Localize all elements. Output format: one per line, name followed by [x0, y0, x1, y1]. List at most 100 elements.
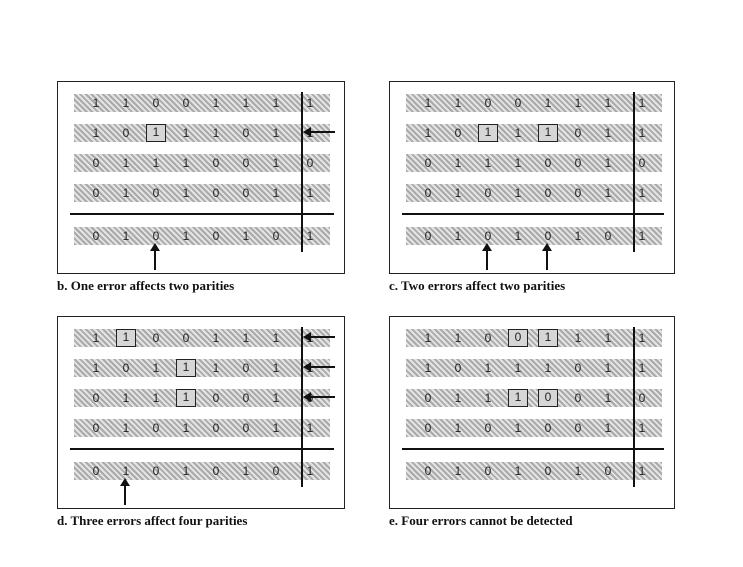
bit-cell: 1: [242, 331, 250, 345]
bit-cell: 0: [454, 126, 462, 140]
bit-cell: 1: [454, 391, 462, 405]
bit-cell: 1: [116, 329, 136, 347]
bit-cell: 0: [242, 186, 250, 200]
bit-cell: 0: [92, 156, 100, 170]
bit-cell: 1: [182, 421, 190, 435]
panel-caption: e. Four errors cannot be detected: [389, 513, 573, 528]
bit-cell: 1: [182, 186, 190, 200]
bit-cell: 0: [152, 421, 160, 435]
bit-cell: 0: [484, 96, 492, 110]
bit-cell: 0: [508, 329, 528, 347]
bit-cell: 1: [604, 156, 612, 170]
bit-cell: 0: [122, 361, 130, 375]
bit-cell: 1: [604, 186, 612, 200]
bit-cell: 1: [212, 331, 220, 345]
bit-cell: 1: [638, 464, 646, 478]
bit-cell: 1: [604, 391, 612, 405]
bit-cell: 0: [484, 186, 492, 200]
bit-cell: 0: [152, 464, 160, 478]
bit-cell: 1: [122, 186, 130, 200]
parity-separator-horizontal: [70, 448, 334, 450]
panel-caption: c. Two errors affect two parities: [389, 278, 566, 293]
column-parity-error-arrow-icon: [482, 243, 492, 270]
bit-cell: 1: [122, 229, 130, 243]
bit-cell: 1: [638, 331, 646, 345]
bit-cell: 0: [272, 229, 280, 243]
bit-cell: 1: [152, 156, 160, 170]
bit-cell: 0: [152, 229, 160, 243]
bit-cell: 0: [544, 421, 552, 435]
column-parity-error-arrow-icon: [542, 243, 552, 270]
bit-cell: 1: [638, 96, 646, 110]
bit-cell: 1: [638, 186, 646, 200]
parity-separator-vertical: [301, 92, 303, 252]
bit-cell: 1: [152, 361, 160, 375]
bit-cell: 1: [152, 391, 160, 405]
bit-cell: 1: [604, 96, 612, 110]
bit-cell: 1: [424, 361, 432, 375]
bit-cell: 0: [574, 421, 582, 435]
bit-cell: 1: [574, 229, 582, 243]
bit-cell: 0: [424, 391, 432, 405]
bit-cell: 1: [306, 464, 314, 478]
bit-cell: 0: [544, 186, 552, 200]
bit-cell: 0: [212, 391, 220, 405]
column-parity-error-arrow-icon: [120, 478, 130, 505]
panel-caption: b. One error affects two parities: [57, 278, 235, 293]
bit-cell: 0: [212, 464, 220, 478]
bit-cell: 0: [152, 186, 160, 200]
bit-cell: 1: [306, 186, 314, 200]
bit-cell: 1: [272, 126, 280, 140]
bit-cell: 1: [454, 96, 462, 110]
bit-cell: 1: [514, 464, 522, 478]
parity-separator-vertical: [633, 92, 635, 252]
bit-cell: 1: [122, 464, 130, 478]
bit-cell: 1: [574, 96, 582, 110]
bit-cell: 0: [484, 331, 492, 345]
parity-separator-horizontal: [402, 213, 664, 215]
bit-cell: 1: [514, 361, 522, 375]
bit-cell: 1: [424, 96, 432, 110]
parity-separator-horizontal: [70, 213, 334, 215]
bit-cell: 0: [424, 229, 432, 243]
bit-cell: 0: [484, 229, 492, 243]
bit-cell: 0: [484, 421, 492, 435]
bit-cell: 1: [484, 361, 492, 375]
bit-cell: 1: [182, 156, 190, 170]
bit-cell: 0: [604, 464, 612, 478]
bit-cell: 0: [212, 156, 220, 170]
bit-cell: 1: [272, 96, 280, 110]
bit-cell: 0: [574, 126, 582, 140]
bit-cell: 0: [638, 156, 646, 170]
bit-cell: 1: [212, 361, 220, 375]
bit-cell: 1: [574, 331, 582, 345]
bit-cell: 0: [604, 229, 612, 243]
bit-cell: 1: [514, 229, 522, 243]
bit-cell: 1: [604, 331, 612, 345]
bit-cell: 1: [638, 361, 646, 375]
bit-cell: 1: [242, 96, 250, 110]
bit-cell: 1: [272, 391, 280, 405]
bit-cell: 1: [454, 156, 462, 170]
bit-cell: 0: [574, 361, 582, 375]
bit-cell: 1: [484, 391, 492, 405]
bit-cell: 0: [242, 421, 250, 435]
bit-cell: 1: [122, 421, 130, 435]
bit-cell: 1: [424, 331, 432, 345]
bit-cell: 1: [306, 229, 314, 243]
bit-cell: 1: [454, 331, 462, 345]
bit-cell: 0: [514, 96, 522, 110]
